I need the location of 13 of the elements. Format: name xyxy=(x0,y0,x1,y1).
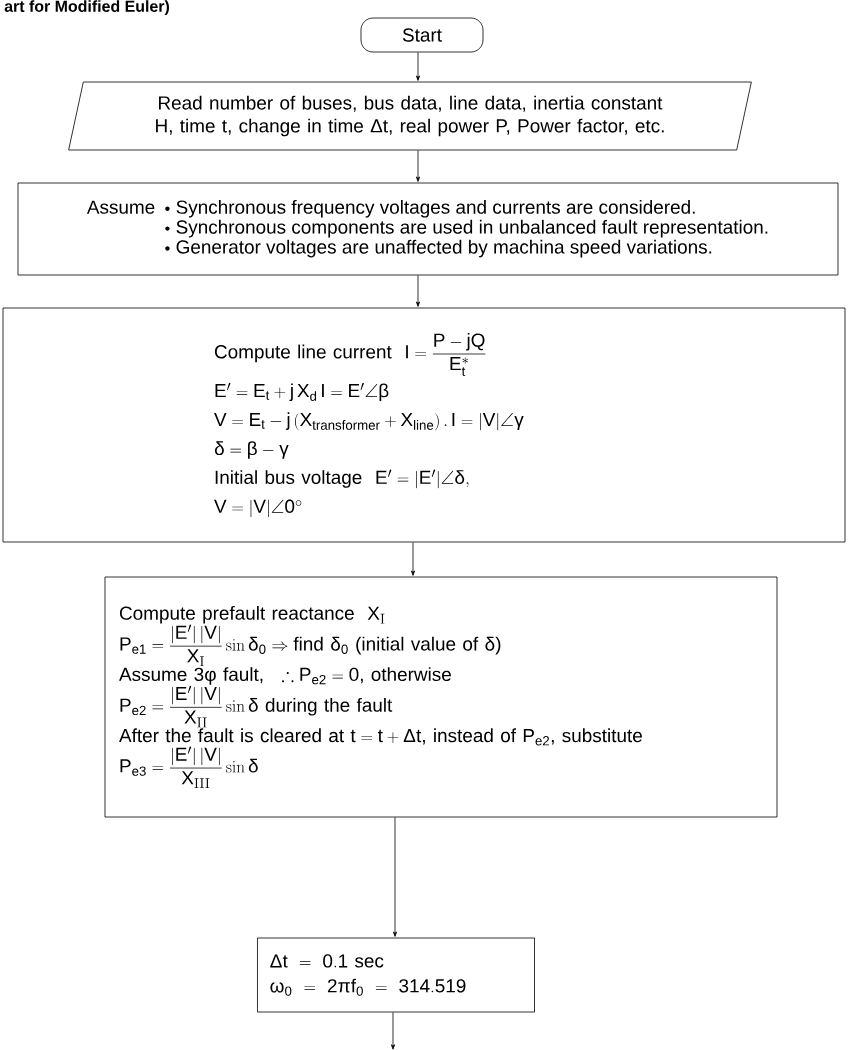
process-box: $\Delta t \ = \ 0.1\ \text{sec}$ $\omega_0 \ = \ 2\pi f_0 \ = \ 314.519$ xyxy=(257,937,535,1013)
process-box: $\text{Compute line current}\ \ I = \dfrac{P - jQ}{E_t^{*}}$ $E' = E_t + j\,X_d\,I = E' \angle \beta$ $V = E_t - j\,(X_{\text{transformer}} + X_{\text{line}})\,.\,I = |V| \angle \gamma$ $\delta = \beta - \gamma$ $\text{Initial bus voltage}\ \ E' = |E'| \angle \delta,$ $V = |V| \angle 0^{\circ}$ xyxy=(2,307,846,543)
arrow xyxy=(393,817,397,937)
process-box: $\text{Compute prefault reactance}\ \ X_{\mathrm{I}}$ $P_{e1} = \dfrac{|E'|\,|V|}{X_{\mathrm{I}}} \sin \delta_0 \Rightarrow \text{find}\ \delta_0\ \text{(initial value of}\ \delta\text{)}$ $\text{Assume}\ 3\phi\ \text{fault,}\ \ \therefore P_{e2} = 0\text{, otherwise}$ $P_{e2} = \dfrac{|E'|\,|V|}{X_{\mathrm{II}}} \sin \delta\ \text{during the fault}$ $\text{After the fault is cleared at}\ t = t + \Delta t\text{, instead of}\ P_{e2}\text{, substitute}$ $P_{e3} = \dfrac{|E'|\,|V|}{X_{\mathrm{III}}} \sin \delta$ xyxy=(104,576,778,818)
arrow xyxy=(416,52,420,81)
input-parallelogram: Read number of buses, bus data, line data, inertia constant H, time t, change in time Δt, real power P, Power factor, etc. xyxy=(68,81,752,151)
arrow xyxy=(411,542,415,576)
arrow xyxy=(416,150,420,182)
assumption-box: Assume Synchronous frequency voltages and currents are considered. Synchronous components are used in unbalanced fault representation. Generator voltages are unaffected by machina speed variations. xyxy=(17,182,839,276)
arrow xyxy=(416,275,420,307)
terminal-box: Start xyxy=(360,17,484,53)
arrow xyxy=(391,1012,395,1050)
heading: art for Modified Euler) xyxy=(4,0,169,16)
